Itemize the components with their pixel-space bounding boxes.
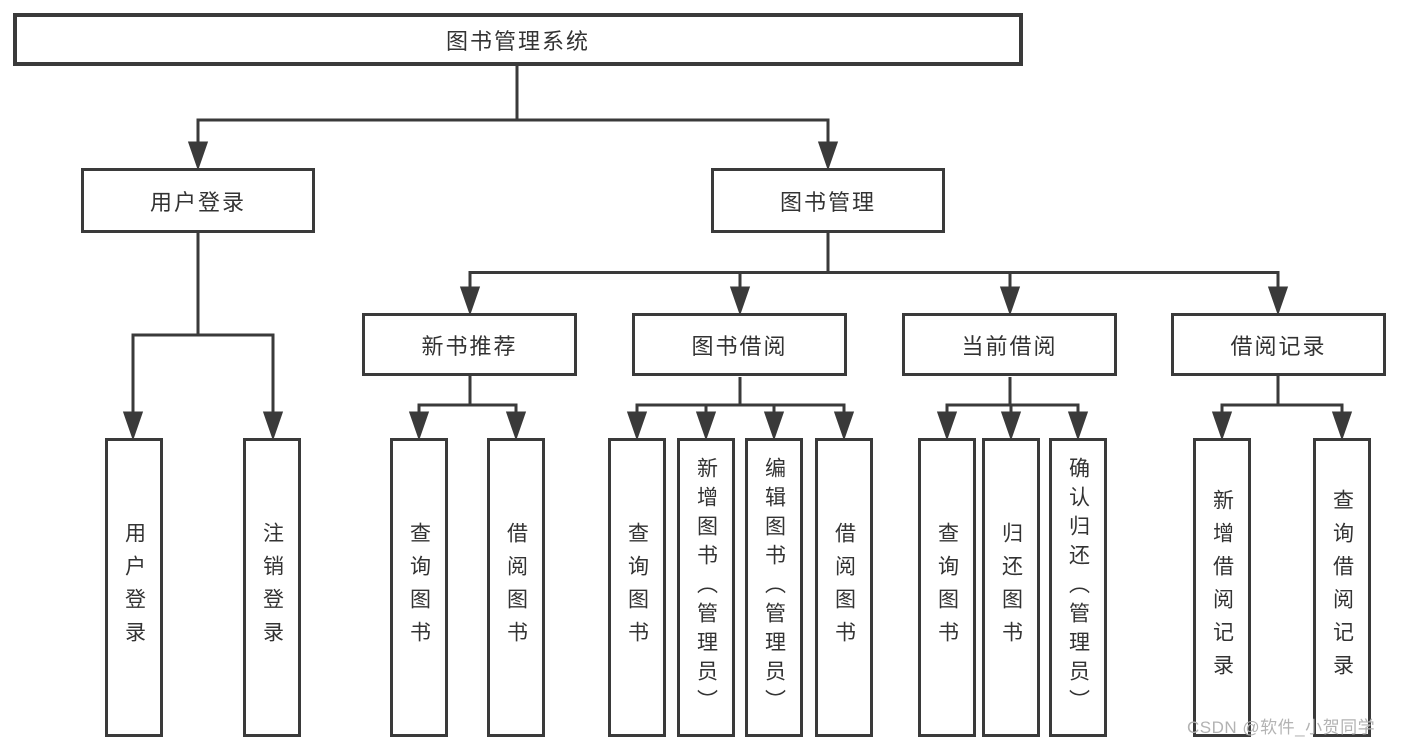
leaf-logout: 注销登录 <box>243 438 301 737</box>
leaf-query-book-2: 查询图书 <box>608 438 666 737</box>
leaf-return-book-label: 归还图书 <box>999 521 1023 654</box>
node-book-management-label: 图书管理 <box>779 189 876 215</box>
leaf-return-book: 归还图书 <box>982 438 1040 737</box>
leaf-query-book-3-label: 查询图书 <box>935 521 959 654</box>
leaf-query-book-1: 查询图书 <box>390 438 448 737</box>
node-book-borrowing-label: 图书借阅 <box>691 333 788 359</box>
leaf-confirm-return-admin-label: 确认归还（管理员） <box>1066 457 1090 718</box>
node-new-book-recommend-label: 新书推荐 <box>421 333 518 359</box>
leaf-borrow-book-2: 借阅图书 <box>815 438 873 737</box>
node-library-system-label: 图书管理系统 <box>445 28 590 54</box>
leaf-borrow-book-1: 借阅图书 <box>487 438 545 737</box>
leaf-add-borrow-record-label: 新增借阅记录 <box>1210 488 1234 687</box>
leaf-borrow-book-2-label: 借阅图书 <box>832 521 856 654</box>
leaf-confirm-return-admin: 确认归还（管理员） <box>1049 438 1107 737</box>
leaf-user-login: 用户登录 <box>105 438 163 737</box>
node-library-system: 图书管理系统 <box>13 13 1023 66</box>
node-book-management: 图书管理 <box>711 168 945 233</box>
leaf-query-borrow-record: 查询借阅记录 <box>1313 438 1371 737</box>
node-current-borrowing-label: 当前借阅 <box>961 333 1058 359</box>
node-book-borrowing: 图书借阅 <box>632 313 847 376</box>
leaf-edit-book-admin-label: 编辑图书（管理员） <box>762 457 786 718</box>
leaf-query-book-3: 查询图书 <box>918 438 976 737</box>
node-user-login: 用户登录 <box>81 168 315 233</box>
leaf-query-book-1-label: 查询图书 <box>407 521 431 654</box>
leaf-logout-label: 注销登录 <box>260 521 284 654</box>
node-borrowing-records: 借阅记录 <box>1171 313 1386 376</box>
node-current-borrowing: 当前借阅 <box>902 313 1117 376</box>
leaf-query-borrow-record-label: 查询借阅记录 <box>1330 488 1354 687</box>
leaf-add-borrow-record: 新增借阅记录 <box>1193 438 1251 737</box>
leaf-add-book-admin: 新增图书（管理员） <box>677 438 735 737</box>
leaf-add-book-admin-label: 新增图书（管理员） <box>694 457 718 718</box>
watermark: CSDN @软件_小贺同学 <box>1187 718 1376 737</box>
node-user-login-label: 用户登录 <box>149 189 246 215</box>
leaf-borrow-book-1-label: 借阅图书 <box>504 521 528 654</box>
node-borrowing-records-label: 借阅记录 <box>1230 333 1327 359</box>
node-new-book-recommend: 新书推荐 <box>362 313 577 376</box>
leaf-edit-book-admin: 编辑图书（管理员） <box>745 438 803 737</box>
leaf-user-login-label: 用户登录 <box>122 521 146 654</box>
leaf-query-book-2-label: 查询图书 <box>625 521 649 654</box>
